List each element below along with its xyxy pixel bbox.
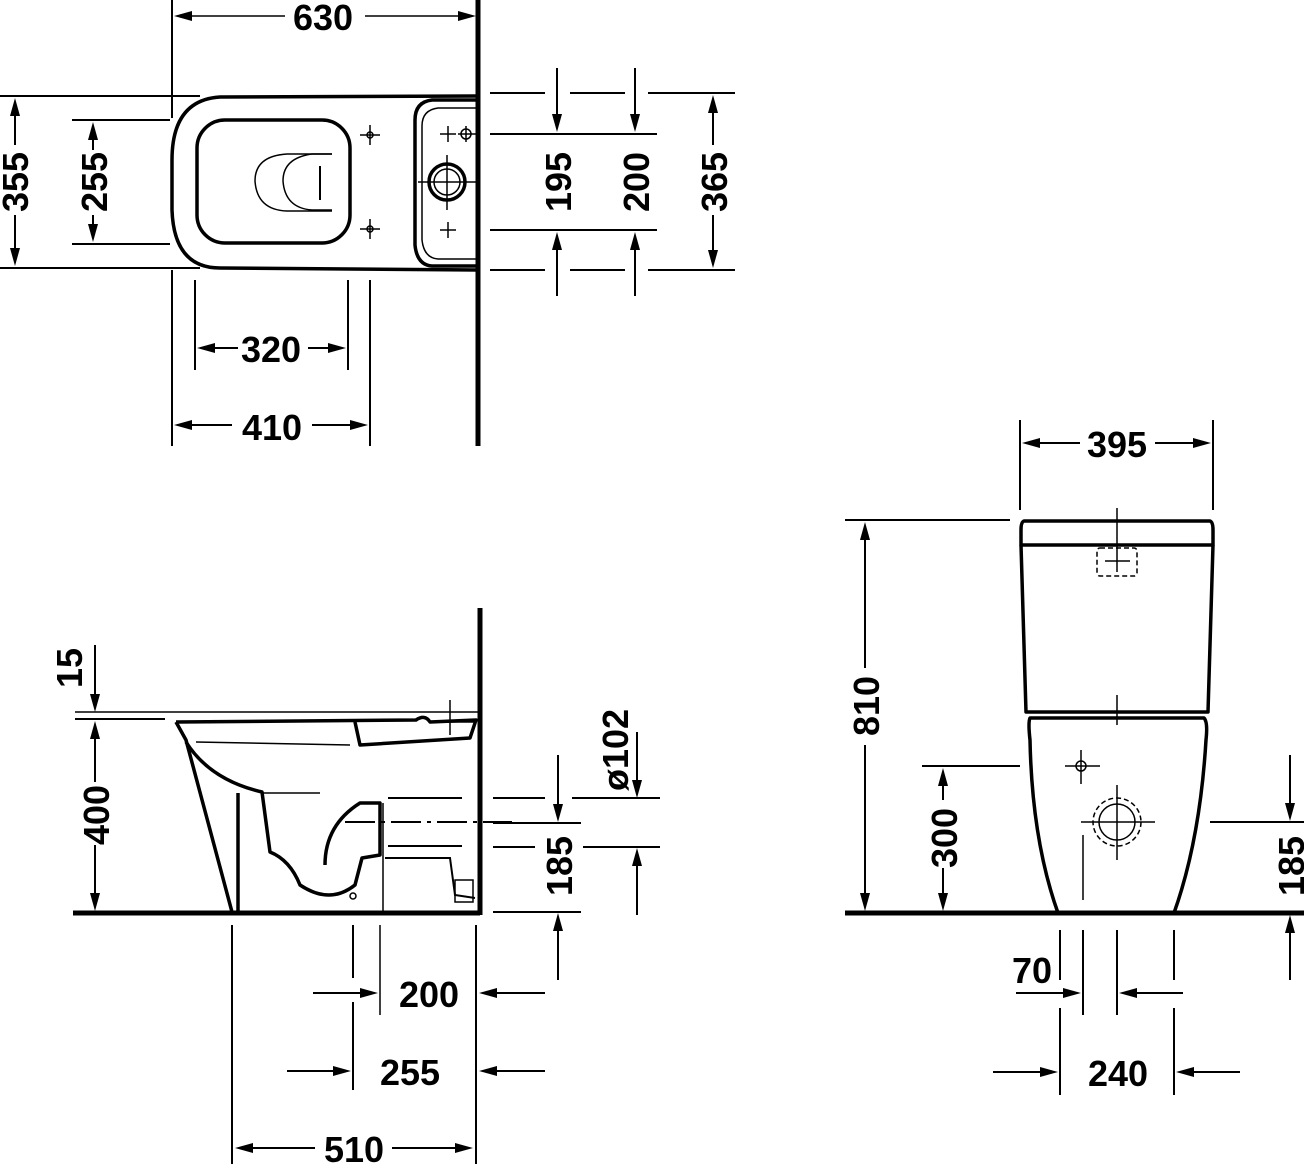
dim-195-200-365: 195 200 365 [490,68,735,296]
dim-label-400: 400 [76,785,117,845]
front-view: 395 810 300 185 [845,420,1304,1095]
fixing-hole-lower [360,219,380,239]
dim-185-front: 185 [1210,755,1304,980]
dim-320: 320 [194,280,349,370]
dim-395: 395 [1019,420,1214,510]
toilet-side-profile [174,700,478,913]
dim-label-70: 70 [1012,950,1052,991]
fixing-hole-upper [360,125,380,145]
dim-255: 255 [72,119,170,245]
top-view: 630 [0,0,735,448]
dim-label-510: 510 [324,1129,384,1164]
dim-label-255-side: 255 [380,1052,440,1093]
bowl-front [1027,716,1209,915]
dim-bottom-side: 200 255 510 [231,925,545,1164]
dim-630: 630 [171,0,476,118]
dim-label-810: 810 [846,676,887,736]
dim-label-195: 195 [538,152,579,212]
outlet-mark [1081,785,1155,860]
side-view: 15 400 185 ø102 [49,608,660,1164]
dim-label-410: 410 [242,407,302,448]
dim-70-240: 70 240 [993,930,1240,1095]
tank-outline-top [413,98,476,268]
dim-label-630: 630 [293,0,353,38]
toilet-front-profile [1019,508,1215,915]
dim-810: 810 [845,519,1010,911]
dim-label-355: 355 [0,152,36,212]
seat-opening [195,118,352,245]
dim-label-15: 15 [49,648,90,688]
dim-410: 410 [171,270,371,448]
dim-label-255: 255 [74,152,115,212]
dim-label-200: 200 [616,152,657,212]
tank-holes [418,126,476,238]
dim-label-395: 395 [1087,424,1147,465]
dim-15-400: 15 400 [49,645,480,911]
dim-label-320: 320 [241,329,301,370]
dim-label-300: 300 [924,808,965,868]
dim-outlet-side: 185 ø102 [345,709,660,980]
dim-355: 355 [0,95,200,269]
dim-label-diameter-102: ø102 [595,709,636,791]
dim-label-240: 240 [1088,1053,1148,1094]
inlet-mark [1065,750,1100,784]
dim-label-200-side: 200 [399,974,459,1015]
dim-label-185-front: 185 [1271,836,1304,896]
bowl-outline-top [170,94,479,272]
dim-label-185-side: 185 [539,836,580,896]
dim-300: 300 [922,765,1020,911]
dim-label-365: 365 [694,152,735,212]
